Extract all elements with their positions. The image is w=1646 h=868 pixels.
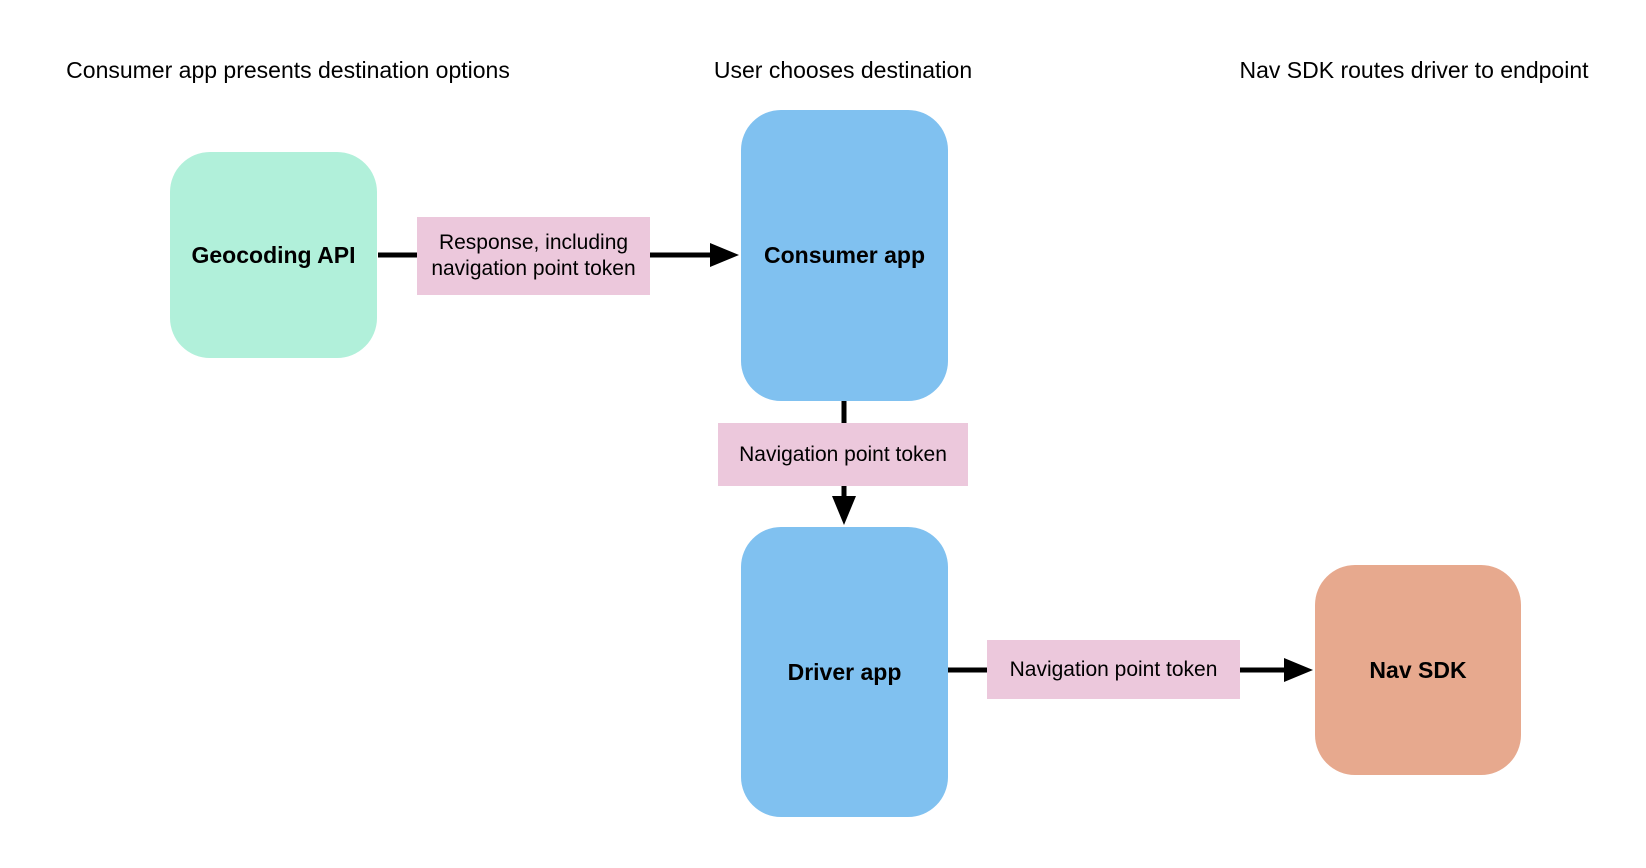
edge-label-response-including-token: Response, including navigation point tok… bbox=[417, 217, 650, 295]
arrowhead-icon bbox=[710, 243, 739, 267]
column-header-navsdk-routes: Nav SDK routes driver to endpoint bbox=[1239, 57, 1589, 83]
column-header-user-chooses: User chooses destination bbox=[713, 57, 973, 83]
node-label: Geocoding API bbox=[191, 241, 356, 268]
node-driver-app: Driver app bbox=[741, 527, 948, 817]
node-consumer-app: Consumer app bbox=[741, 110, 948, 401]
node-geocoding-api: Geocoding API bbox=[170, 152, 377, 358]
column-header-consumer-presents: Consumer app presents destination option… bbox=[66, 57, 510, 83]
arrowhead-icon bbox=[832, 496, 856, 525]
node-nav-sdk: Nav SDK bbox=[1315, 565, 1521, 775]
edge-label-navigation-point-token-vertical: Navigation point token bbox=[718, 423, 968, 486]
node-label: Consumer app bbox=[763, 242, 926, 268]
edge-label-navigation-point-token-horizontal: Navigation point token bbox=[987, 640, 1240, 699]
node-label: Driver app bbox=[787, 658, 902, 685]
node-label: Nav SDK bbox=[1369, 656, 1467, 683]
arrowhead-icon bbox=[1284, 658, 1313, 682]
